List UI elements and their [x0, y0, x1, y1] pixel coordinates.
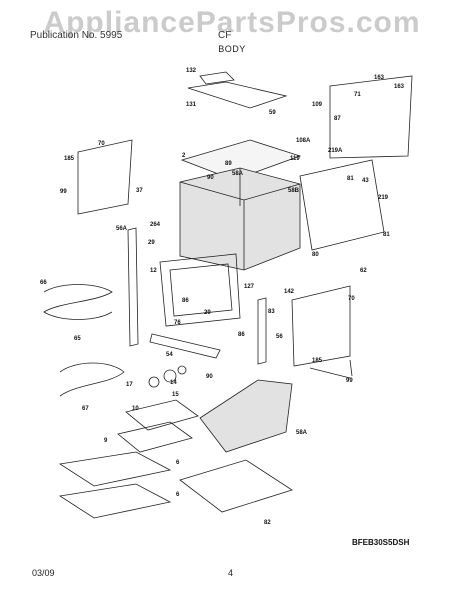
callout-labels: 132 163 71 163 131 59 109 87 185 70 108A…	[40, 68, 405, 526]
callout: 59	[269, 110, 276, 116]
callout: 99	[346, 378, 353, 384]
callout: 127	[244, 284, 255, 290]
callout: 58A	[232, 171, 244, 177]
knob-part	[177, 365, 187, 375]
callout: 131	[186, 102, 197, 108]
callout: 109	[312, 102, 323, 108]
callout: 58B	[288, 188, 300, 194]
callout: 15	[172, 392, 179, 398]
callout: 86	[238, 332, 245, 338]
drawer	[179, 459, 293, 513]
callout: 70	[98, 141, 105, 147]
vertical-trim	[257, 297, 267, 365]
left-side-panel	[77, 139, 133, 215]
callout: 87	[334, 116, 341, 122]
callout: 56A	[116, 226, 128, 232]
callout: 90	[206, 374, 213, 380]
callout: 81	[383, 232, 390, 238]
callout: 90	[207, 175, 214, 181]
callout: 62	[360, 268, 367, 274]
vertical-trim	[127, 227, 139, 347]
footer-date: 03/09	[32, 568, 55, 578]
callout: 219	[378, 195, 389, 201]
model-code: BFEB30S5DSH	[352, 538, 410, 547]
callout: 219A	[328, 148, 343, 154]
callout: 6	[176, 492, 180, 498]
callout: 29	[204, 310, 211, 316]
callout: 17	[126, 382, 133, 388]
callout: 65	[74, 336, 81, 342]
callout: 163	[374, 75, 385, 81]
callout: 86	[182, 298, 189, 304]
callout: 12	[150, 268, 157, 274]
callout: 71	[354, 92, 361, 98]
broil-pan	[117, 421, 193, 453]
header-right-fragment: CF	[218, 30, 232, 41]
bottom-panel	[199, 379, 293, 453]
callout: 14	[170, 380, 177, 386]
bake-element	[59, 362, 125, 397]
callout: 10	[132, 406, 139, 412]
callout: 89	[225, 161, 232, 167]
callout: 66	[40, 280, 47, 286]
callout: 132	[186, 68, 197, 74]
callout: 108A	[296, 138, 311, 144]
rear-panel	[299, 159, 385, 251]
callout: 76	[174, 320, 181, 326]
callout: 43	[362, 178, 369, 184]
callout: 185	[312, 358, 323, 364]
callout: 185	[64, 156, 75, 162]
oven-rack	[58, 451, 172, 487]
top-trim-part	[199, 71, 235, 85]
callout: 56	[276, 334, 283, 340]
watermark: AppliancePartsPros.com	[43, 6, 421, 39]
section-title: BODY	[218, 44, 246, 54]
callout: 9	[104, 438, 108, 444]
callout: 82	[264, 520, 271, 526]
broil-element	[43, 284, 113, 320]
callout: 119	[290, 156, 300, 162]
front-frame	[159, 253, 241, 327]
callout: 264	[150, 222, 161, 228]
callout: 67	[82, 406, 89, 412]
callout: 6	[176, 460, 180, 466]
callout: 70	[348, 296, 355, 302]
callout: 80	[312, 252, 319, 258]
callout: 83	[268, 309, 275, 315]
bottom-trim	[149, 333, 221, 359]
callout: 58A	[296, 430, 308, 436]
callout: 2	[182, 153, 186, 159]
top-trim-part	[187, 81, 288, 109]
back-panel	[329, 75, 413, 159]
footer-page-number: 4	[228, 568, 234, 578]
knob-part	[148, 376, 160, 388]
publication-fragment: Publication No. 5995	[30, 30, 123, 41]
knob-part	[163, 369, 177, 383]
callout: 142	[284, 289, 295, 295]
callout: 99	[60, 189, 67, 195]
callout: 37	[136, 188, 143, 194]
oven-rack	[58, 483, 172, 519]
callout: 81	[347, 176, 354, 182]
callout: 163	[394, 84, 405, 90]
broil-pan-insert	[125, 399, 199, 431]
right-side-panel	[291, 285, 351, 367]
callout: 29	[148, 240, 155, 246]
callout: 54	[166, 352, 173, 358]
